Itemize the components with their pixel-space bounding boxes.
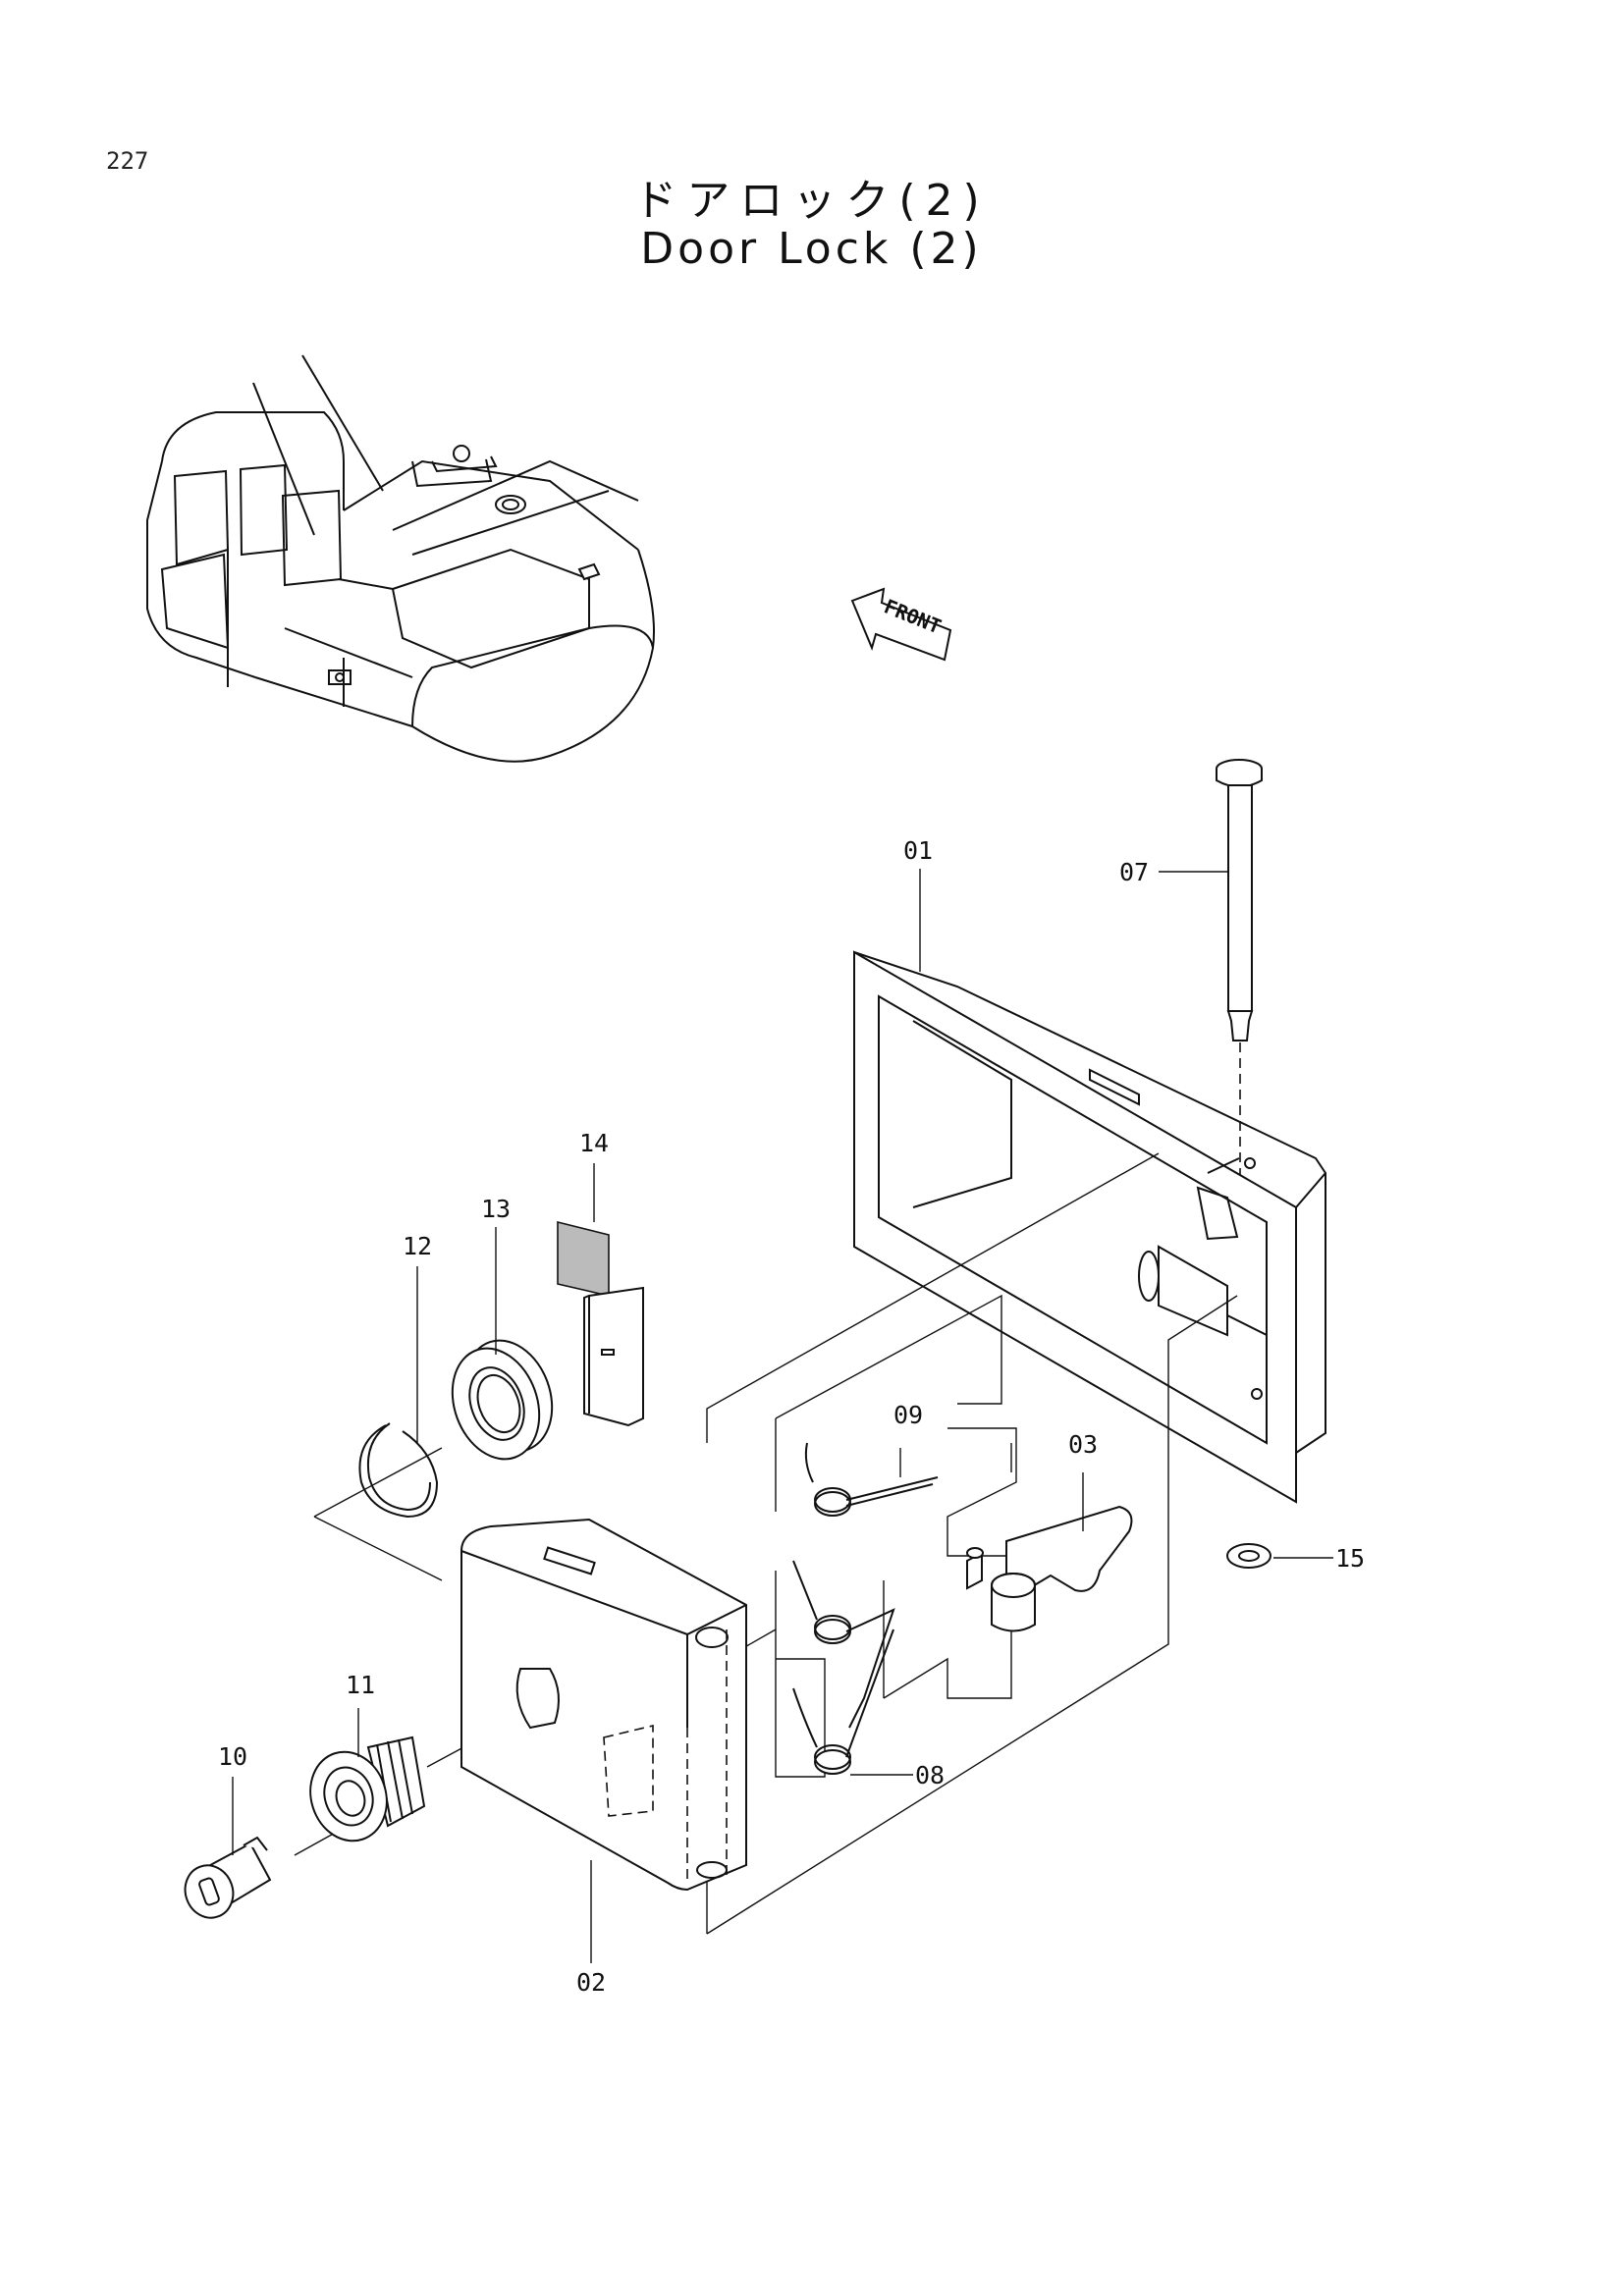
callout-01: 01 [903, 836, 933, 865]
callout-leaders [232, 869, 1333, 1963]
part-15-clip [1226, 1543, 1271, 1569]
part-02-lock-body [460, 1518, 747, 1892]
callout-02: 02 [576, 1968, 606, 1997]
assembly-guide-lines [294, 1152, 1238, 1935]
callout-11: 11 [346, 1671, 375, 1699]
front-direction-arrow: FRONT [850, 587, 952, 662]
part-09-spring [804, 1442, 939, 1517]
callout-14: 14 [579, 1129, 609, 1157]
callout-15: 15 [1335, 1544, 1365, 1573]
excavator-locator-illustration [146, 354, 655, 763]
part-12-snap-ring [358, 1422, 439, 1519]
callout-12: 12 [403, 1232, 432, 1260]
part-11-cylinder-housing [309, 1735, 426, 1842]
callout-08: 08 [915, 1761, 945, 1789]
callout-03: 03 [1068, 1430, 1098, 1459]
page-number: 227 [106, 147, 149, 175]
part-14-plate [557, 1220, 644, 1427]
title-english: Door Lock (2) [640, 224, 983, 274]
callout-labels: 01 02 03 07 08 09 10 11 12 13 14 15 [218, 836, 1365, 1997]
callout-09: 09 [893, 1401, 923, 1429]
part-08-spring-upper [792, 1560, 895, 1729]
part-03-latch-lever [966, 1505, 1133, 1632]
part-13-nut [451, 1339, 554, 1461]
part-01-housing [853, 950, 1326, 1504]
callout-13: 13 [481, 1195, 511, 1223]
part-08-spring-lower [792, 1629, 894, 1775]
part-10-key-cylinder [184, 1836, 272, 1919]
callout-10: 10 [218, 1742, 247, 1771]
part-07-pin [1216, 759, 1263, 1355]
callout-07: 07 [1119, 858, 1149, 886]
title-japanese: ドアロック(2) [633, 176, 990, 226]
